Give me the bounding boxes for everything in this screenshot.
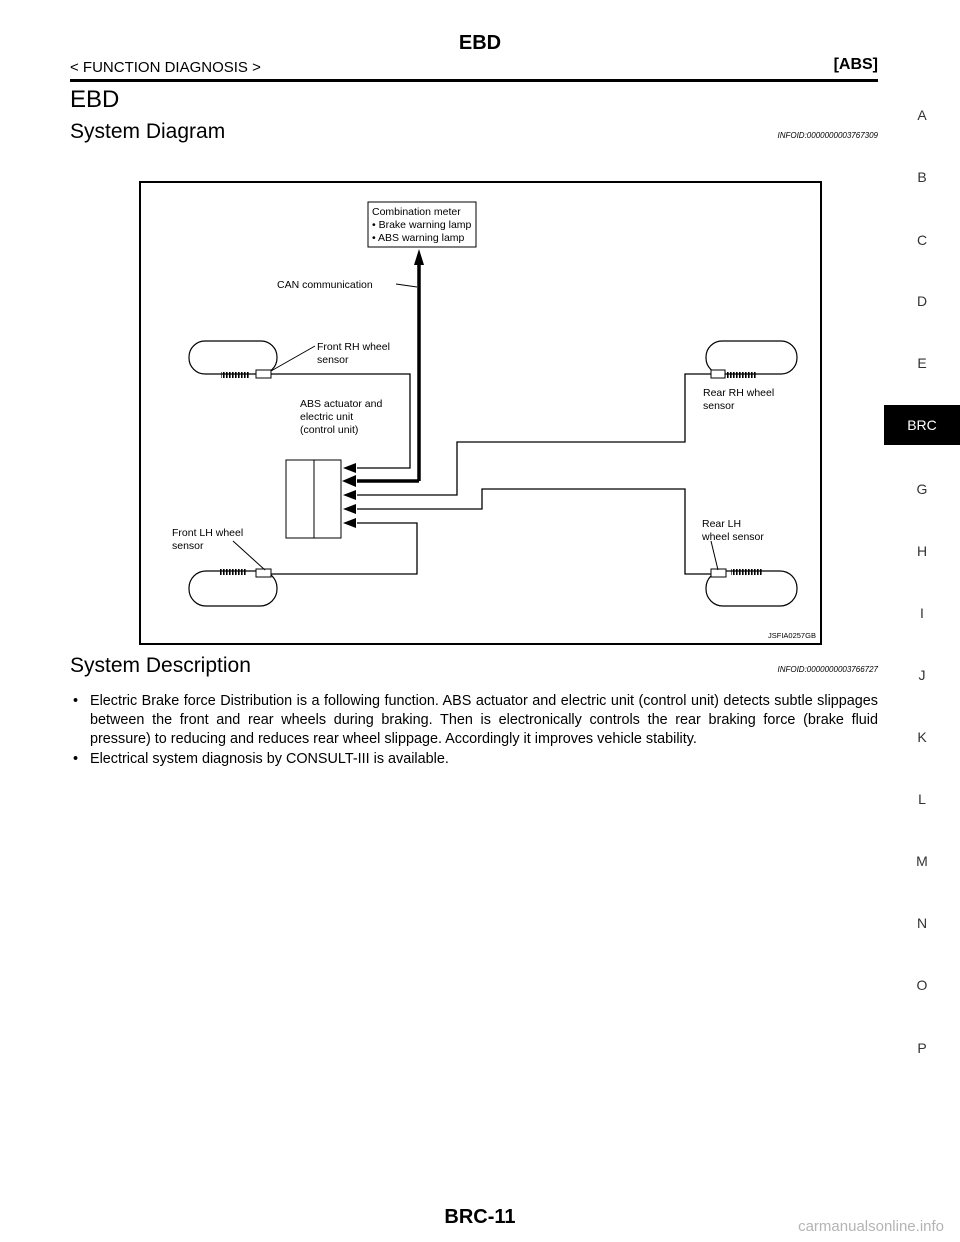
description-bullet-text: Electrical system diagnosis by CONSULT-I… xyxy=(90,750,449,767)
page-header-title: EBD xyxy=(458,32,502,54)
front-lh-sensor-wire xyxy=(271,518,418,575)
rear-rh-sensor-label-line2: sensor xyxy=(703,400,735,412)
combination-meter-label: Combination meter xyxy=(372,206,461,218)
front-lh-leader-line xyxy=(232,540,266,571)
rear-rh-sensor-label-line1: Rear RH wheel xyxy=(703,387,774,399)
section-tab-h[interactable]: H xyxy=(916,543,928,559)
watermark: carmanualsonline.info xyxy=(798,1218,944,1235)
section-title: EBD xyxy=(70,86,120,113)
figure-code: JSFIA0257GB xyxy=(768,631,816,640)
rear-lh-sensor-label-line2: wheel sensor xyxy=(701,531,764,543)
front-lh-wheel xyxy=(188,568,278,607)
rear-rh-sensor-wire xyxy=(343,373,711,500)
description-bullet-item: • Electric Brake force Distribution is a … xyxy=(70,692,878,750)
system-diagram-heading: System Diagram INFOID:0000000003767309 xyxy=(70,120,878,144)
section-tab-brc-active[interactable]: BRC xyxy=(884,405,960,445)
system-diagram-infoid: INFOID:0000000003767309 xyxy=(777,131,878,140)
section-tab-k[interactable]: K xyxy=(917,729,927,745)
section-tab-b[interactable]: B xyxy=(917,169,927,185)
section-tab-e[interactable]: E xyxy=(917,355,927,371)
section-tab-i[interactable]: I xyxy=(920,605,924,621)
section-tab-a[interactable]: A xyxy=(917,107,927,123)
rear-lh-leader-line xyxy=(710,540,719,571)
function-diagnosis-breadcrumb: < FUNCTION DIAGNOSIS > xyxy=(70,59,261,76)
system-description-title: System Description xyxy=(70,654,251,677)
header-rule xyxy=(70,79,878,82)
description-bullet-item: • Electrical system diagnosis by CONSULT-… xyxy=(70,750,878,769)
system-diagram-title: System Diagram xyxy=(70,120,226,143)
rear-lh-wheel xyxy=(705,568,798,607)
page-number: BRC-11 xyxy=(444,1206,516,1228)
abs-actuator-label-line2: electric unit xyxy=(300,411,353,423)
bullet-dot: • xyxy=(73,750,79,767)
section-tab-p[interactable]: P xyxy=(917,1040,927,1056)
abs-actuator-label-line1: ABS actuator and xyxy=(300,398,382,410)
front-rh-leader-line xyxy=(270,345,316,372)
can-bus-line xyxy=(342,249,424,487)
section-index-tabs: A B C D E BRC G H I J K L M N O P xyxy=(884,0,960,1242)
front-rh-wheel xyxy=(188,340,278,379)
section-tab-g[interactable]: G xyxy=(916,481,928,497)
description-bullet-text: Electric Brake force Distribution is a f… xyxy=(90,693,878,748)
combination-meter-box: Combination meter • Brake warning lamp •… xyxy=(367,201,477,248)
front-rh-sensor-label-line2: sensor xyxy=(317,354,349,366)
system-description-infoid: INFOID:0000000003766727 xyxy=(777,665,878,674)
section-tab-l[interactable]: L xyxy=(918,791,926,807)
diagram-frame xyxy=(139,181,822,645)
section-tab-o[interactable]: O xyxy=(916,977,928,993)
ebd-system-diagram: Combination meter • Brake warning lamp •… xyxy=(139,181,822,645)
bullet-dot: • xyxy=(73,693,79,709)
can-communication-label: CAN communication xyxy=(277,279,373,291)
section-tab-n[interactable]: N xyxy=(916,915,928,931)
abs-actuator-unit xyxy=(285,459,342,539)
front-rh-sensor-label-line1: Front RH wheel xyxy=(317,341,390,353)
abs-section-tag: [ABS] xyxy=(833,56,878,73)
front-lh-sensor-label-line1: Front LH wheel xyxy=(172,527,243,539)
system-description-heading: System Description INFOID:00000000037667… xyxy=(70,654,878,678)
abs-actuator-label-line3: (control unit) xyxy=(300,424,358,436)
rear-lh-sensor-wire xyxy=(343,488,711,575)
can-leader-line xyxy=(395,283,418,288)
section-tab-m[interactable]: M xyxy=(916,853,928,869)
brake-warning-lamp-label: • Brake warning lamp xyxy=(372,219,472,231)
front-lh-sensor-label-line2: sensor xyxy=(172,540,204,552)
abs-warning-lamp-label: • ABS warning lamp xyxy=(372,232,465,244)
system-description-list: • Electric Brake force Distribution is a … xyxy=(70,692,878,769)
section-tab-j[interactable]: J xyxy=(918,667,926,683)
rear-rh-wheel xyxy=(705,340,798,379)
rear-lh-sensor-label-line1: Rear LH xyxy=(702,518,741,530)
section-tab-c[interactable]: C xyxy=(916,232,928,248)
front-rh-sensor-wire xyxy=(271,373,411,473)
section-tab-d[interactable]: D xyxy=(916,293,928,309)
